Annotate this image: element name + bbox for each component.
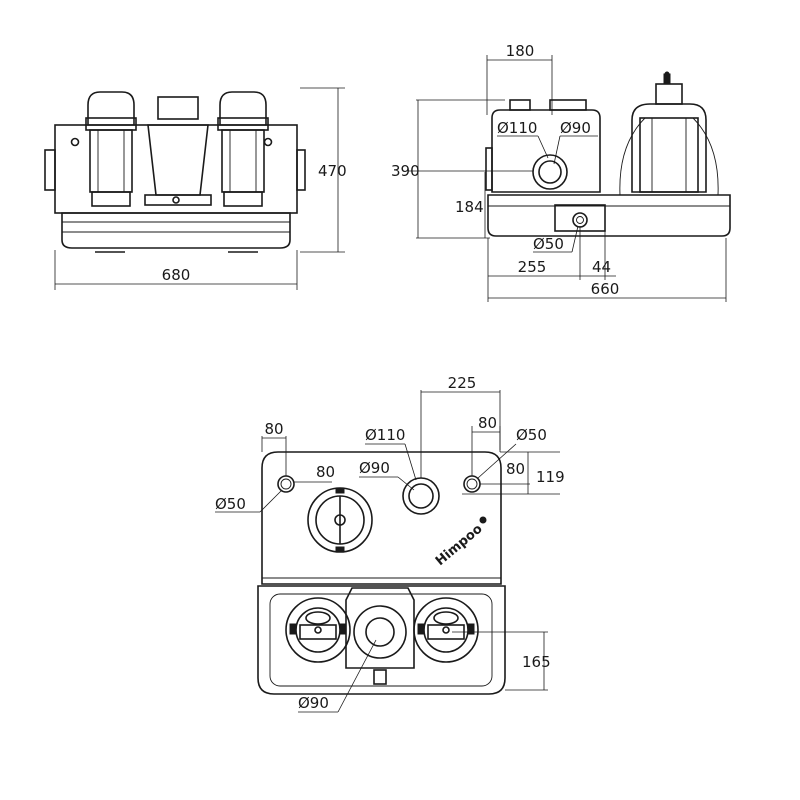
side-top-width-label: 180 bbox=[506, 42, 535, 60]
top-view: Himpoo bbox=[215, 374, 565, 713]
brand-logo-text: Himpoo bbox=[433, 522, 486, 570]
front-hole-right bbox=[263, 137, 273, 147]
top-right-port bbox=[463, 475, 481, 493]
front-height-label: 470 bbox=[318, 162, 347, 180]
top-left-offset-label: 80 bbox=[264, 420, 283, 438]
top-inspection-cover bbox=[307, 487, 373, 553]
side-offset-b-label: 44 bbox=[592, 258, 611, 276]
side-inlet-height-label: 184 bbox=[455, 198, 484, 216]
top-right-pump bbox=[413, 597, 479, 663]
side-base bbox=[487, 194, 731, 237]
top-lower-base bbox=[257, 585, 506, 695]
brand-dot bbox=[479, 516, 487, 524]
top-left-pump bbox=[285, 597, 351, 663]
front-left-side-lug bbox=[44, 149, 56, 191]
side-small-outlet-label: Ø50 bbox=[533, 235, 564, 253]
side-view: 180 390 184 Ø110 Ø90 Ø50 255 44 660 bbox=[391, 42, 731, 302]
side-small-outlet bbox=[572, 212, 588, 228]
top-inlet-large-label: Ø110 bbox=[365, 426, 405, 444]
top-center-offset-label: 225 bbox=[448, 374, 477, 392]
side-inlet-outer bbox=[532, 154, 568, 190]
front-right-side-lug bbox=[296, 149, 306, 191]
side-housing bbox=[491, 109, 601, 193]
side-offset-a-label: 255 bbox=[518, 258, 547, 276]
side-inlet-mid-label: Ø90 bbox=[560, 119, 591, 137]
right-pump-cap bbox=[219, 91, 267, 126]
left-pump-cap bbox=[87, 91, 135, 126]
top-inlet-inner bbox=[408, 483, 434, 509]
top-outlet-label: Ø90 bbox=[298, 694, 329, 712]
top-upper-tank bbox=[261, 451, 502, 585]
top-right-port-label: Ø50 bbox=[516, 426, 547, 444]
front-base bbox=[61, 212, 291, 249]
side-inlet-inner bbox=[538, 160, 562, 184]
front-center-pipe bbox=[147, 124, 209, 196]
front-hole-left bbox=[70, 137, 80, 147]
front-width-label: 680 bbox=[162, 266, 191, 284]
top-left-inner-label: 80 bbox=[316, 463, 335, 481]
side-inlet-large-label: Ø110 bbox=[497, 119, 537, 137]
top-right-offset-label: 80 bbox=[478, 414, 497, 432]
top-center-outlet bbox=[345, 587, 415, 685]
side-height-label: 390 bbox=[391, 162, 420, 180]
top-inlet-mid-label: Ø90 bbox=[359, 459, 390, 477]
top-depth-label: 119 bbox=[536, 468, 565, 486]
front-right-pump bbox=[217, 91, 269, 207]
top-lower-depth-label: 165 bbox=[522, 653, 551, 671]
top-left-port bbox=[277, 475, 295, 493]
side-pump bbox=[619, 71, 719, 196]
top-right-inner-label: 80 bbox=[506, 460, 525, 478]
side-overall-width-label: 660 bbox=[591, 280, 620, 298]
top-left-port-label: Ø50 bbox=[215, 495, 246, 513]
front-view: 680 470 bbox=[44, 87, 347, 290]
front-left-pump bbox=[85, 91, 137, 207]
front-outlet-top bbox=[157, 96, 199, 120]
